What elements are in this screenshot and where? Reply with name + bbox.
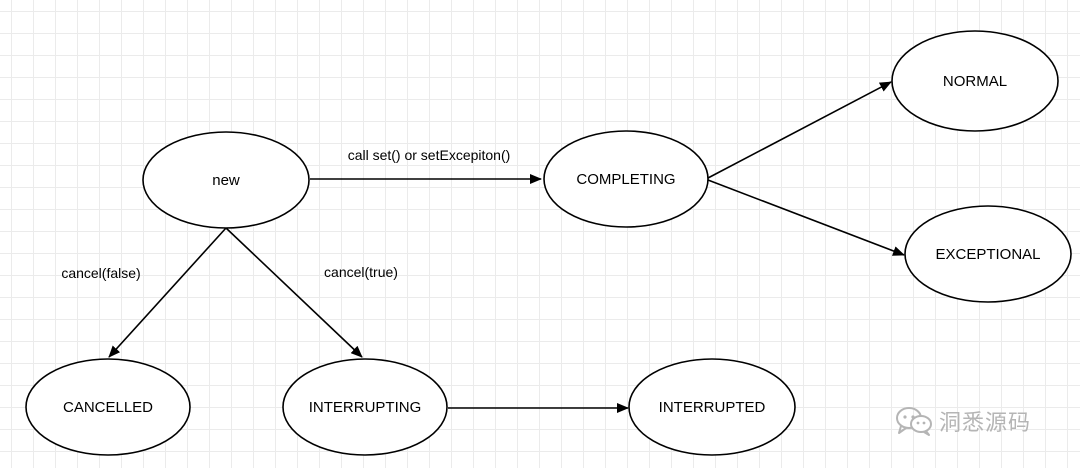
state-exceptional: EXCEPTIONAL bbox=[904, 205, 1072, 303]
state-interrupted-label: INTERRUPTED bbox=[659, 399, 766, 416]
state-new-label: new bbox=[212, 172, 240, 189]
state-cancelled: CANCELLED bbox=[25, 358, 191, 456]
label-cancel-true: cancel(true) bbox=[324, 264, 398, 280]
watermark-text: 洞悉源码 bbox=[939, 411, 1032, 436]
state-interrupted: INTERRUPTED bbox=[628, 358, 796, 456]
state-cancelled-label: CANCELLED bbox=[63, 399, 153, 416]
state-exceptional-label: EXCEPTIONAL bbox=[935, 246, 1040, 263]
state-completing: COMPLETING bbox=[543, 130, 709, 228]
label-cancel-false: cancel(false) bbox=[61, 265, 140, 281]
edge-new-to-interrupting bbox=[225, 227, 363, 358]
wechat-icon bbox=[896, 407, 932, 436]
state-interrupting: INTERRUPTING bbox=[282, 358, 448, 456]
edge-completing-to-normal bbox=[707, 81, 892, 179]
edge-new-to-cancelled bbox=[108, 227, 227, 358]
label-call-set: call set() or setExcepiton() bbox=[348, 147, 511, 163]
state-normal-label: NORMAL bbox=[943, 73, 1007, 90]
watermark: 洞悉源码 bbox=[895, 404, 1055, 438]
state-normal: NORMAL bbox=[891, 30, 1059, 132]
state-completing-label: COMPLETING bbox=[576, 171, 675, 188]
state-new: new bbox=[142, 131, 310, 229]
state-interrupting-label: INTERRUPTING bbox=[309, 399, 422, 416]
edge-completing-to-exceptional bbox=[707, 179, 905, 256]
